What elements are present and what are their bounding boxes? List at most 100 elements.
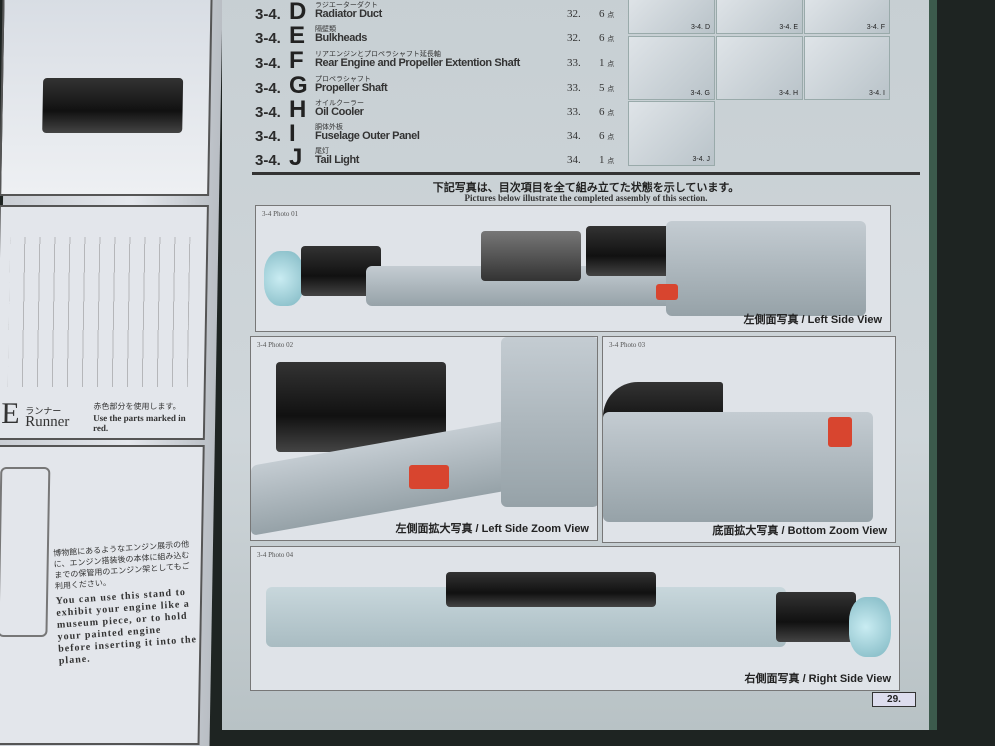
photo-caption: 左側面拡大写真 / Left Side Zoom View — [395, 523, 589, 535]
toc-title-en: Propeller Shaft — [315, 82, 388, 94]
toc-title-jp: 胴体外板 — [315, 123, 343, 131]
toc-page: 34. — [567, 130, 581, 142]
toc-part-count: 6 点 — [599, 8, 614, 20]
toc-letter: G — [289, 72, 308, 99]
spinner-image — [264, 251, 304, 306]
thumb-label: 3-4. J — [692, 156, 710, 163]
toc-number: 3-4. — [255, 30, 281, 47]
count-value: 5 — [599, 82, 605, 94]
toc-title-jp: オイルクーラー — [315, 99, 364, 107]
count-suffix: 点 — [607, 157, 615, 165]
toc-title-jp: 尾灯 — [315, 147, 329, 155]
photo-caption: 左側面写真 / Left Side View — [743, 314, 882, 326]
toc-title-en: Radiator Duct — [315, 8, 382, 20]
toc-title-en: Fuselage Outer Panel — [315, 130, 420, 142]
toc-letter: I — [289, 120, 296, 147]
toc-part-count: 1 点 — [599, 154, 614, 166]
photo-01-left-side-view: 3-4 Photo 01 左側面写真 / Left Side View — [255, 205, 891, 332]
spinner-image — [849, 597, 891, 657]
toc-page: 33. — [567, 82, 581, 94]
photo-label: 3-4 Photo 01 — [262, 210, 299, 218]
thumb-i: 3-4. I — [804, 36, 890, 100]
runner-letter: E — [1, 397, 20, 430]
toc-letter: H — [289, 96, 307, 123]
thumb-label: 3-4. E — [779, 24, 798, 31]
thumb-label: 3-4. H — [778, 90, 798, 97]
stand-text-block: 博物館にあるようなエンジン展示の他に、エンジン搭装後の本体に組み込むまでの保管用… — [53, 538, 199, 667]
thumbnail-grid: 3-4. D 3-4. E 3-4. F 3-4. G 3-4. H 3-4. … — [628, 0, 890, 166]
runner-panel: E ランナー Runner 赤色部分を使用します。 Use the parts … — [0, 205, 209, 440]
engine-image — [42, 78, 184, 133]
thumb-d: 3-4. D — [628, 0, 715, 34]
toc-part-count: 5 点 — [599, 82, 614, 94]
toc-number: 3-4. — [255, 55, 281, 72]
engine-photo-panel — [0, 0, 213, 196]
stand-text-jp: 博物館にあるようなエンジン展示の他に、エンジン搭装後の本体に組み込むまでの保管用… — [52, 539, 190, 591]
count-value: 6 — [599, 32, 605, 44]
photo-caption: 右側面写真 / Right Side View — [744, 673, 891, 685]
photo-label: 3-4 Photo 04 — [257, 551, 294, 559]
toc-page: 32. — [567, 32, 581, 44]
thumb-label: 3-4. F — [866, 24, 885, 31]
runner-sprue-drawing — [7, 237, 191, 387]
photo-03-bottom-zoom-view: 3-4 Photo 03 底面拡大写真 / Bottom Zoom View — [602, 336, 896, 543]
thumb-f: 3-4. F — [804, 0, 890, 34]
toc-number: 3-4. — [255, 80, 281, 97]
count-value: 6 — [599, 8, 605, 20]
toc-part-count: 6 点 — [599, 32, 614, 44]
toc-title-en: Oil Cooler — [315, 106, 364, 118]
toc-number: 3-4. — [255, 104, 281, 121]
toc-title-jp: リアエンジンとプロペラシャフト延長軸 — [315, 50, 441, 58]
toc-letter: F — [289, 47, 304, 74]
page-number: 29. — [872, 692, 916, 707]
toc-title-en: Tail Light — [315, 154, 360, 166]
toc-title-en: Bulkheads — [315, 32, 368, 44]
thumb-h: 3-4. H — [716, 36, 803, 100]
photo-caption: 底面拡大写真 / Bottom Zoom View — [712, 525, 887, 537]
toc-part-count: 6 点 — [599, 130, 614, 142]
section-divider — [252, 172, 920, 175]
count-suffix: 点 — [607, 35, 615, 43]
photo-04-right-side-view: 3-4 Photo 04 右側面写真 / Right Side View — [250, 546, 900, 691]
toc-title-jp: ラジエーターダクト — [315, 1, 378, 9]
count-suffix: 点 — [607, 109, 615, 117]
front-engine-image — [776, 592, 856, 642]
oil-cooler-image — [409, 465, 449, 489]
bulkheads-image — [481, 231, 581, 281]
stand-text-en: You can use this stand to exhibit your e… — [55, 586, 198, 667]
toc-page: 33. — [567, 106, 581, 118]
toc-title-jp: 隔壁類 — [315, 25, 336, 33]
count-value: 6 — [599, 106, 605, 118]
count-suffix: 点 — [607, 11, 615, 19]
photo-label: 3-4 Photo 02 — [257, 341, 294, 349]
intro-en: Pictures below illustrate the completed … — [464, 193, 708, 203]
oil-cooler-image — [656, 284, 678, 300]
toc-page: 32. — [567, 8, 581, 20]
toc-page: 33. — [567, 57, 581, 69]
toc-title-jp: プロペラシャフト — [315, 75, 371, 83]
tail-section-image — [666, 221, 866, 316]
runner-note-jp: 赤色部分を使用します。 — [93, 402, 181, 411]
count-value: 1 — [599, 57, 605, 69]
runner-en: Runner — [25, 414, 70, 430]
oil-cooler-image — [828, 417, 852, 447]
toc-page: 34. — [567, 154, 581, 166]
thumb-e: 3-4. E — [716, 0, 803, 34]
toc-letter: D — [289, 0, 307, 25]
stand-drawing — [0, 467, 51, 637]
thumb-label: 3-4. G — [690, 90, 710, 97]
bulkhead-image — [501, 337, 597, 507]
thumb-g: 3-4. G — [628, 36, 715, 100]
thumb-j: 3-4. J — [628, 101, 715, 166]
count-suffix: 点 — [607, 60, 615, 68]
thumb-label: 3-4. I — [869, 90, 885, 97]
toc-part-count: 1 点 — [599, 57, 614, 69]
photo-02-left-side-zoom-view: 3-4 Photo 02 左側面拡大写真 / Left Side Zoom Vi… — [250, 336, 598, 541]
toc-number: 3-4. — [255, 128, 281, 145]
count-suffix: 点 — [607, 133, 615, 141]
